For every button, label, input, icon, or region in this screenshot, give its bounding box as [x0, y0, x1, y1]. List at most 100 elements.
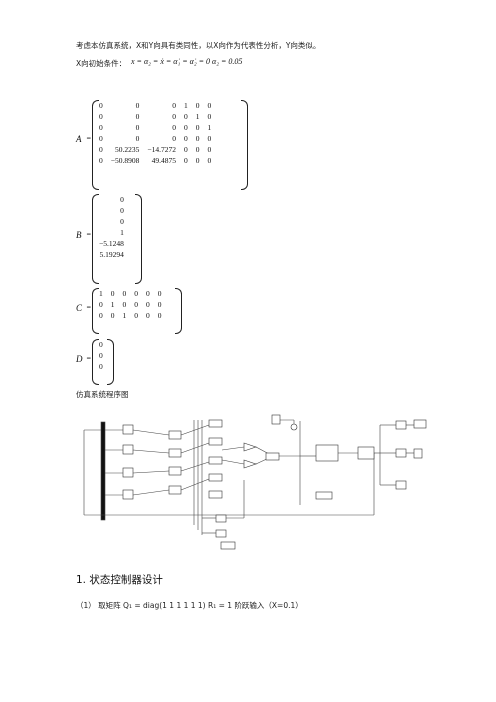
matrix-b-row: 5.19294: [95, 249, 128, 260]
matrix-cell: 50.2235: [114, 145, 140, 154]
matrix-d: 0 0 0: [95, 339, 107, 372]
gain-signal-4: [208, 473, 223, 482]
matrix-cell: −50.8908: [110, 156, 140, 165]
matrix-cell: 1: [122, 311, 127, 320]
matrix-b-left-paren: [92, 194, 99, 284]
diagram-caption: 仿真系统程序图: [76, 390, 129, 399]
matrix-cell: 0: [157, 300, 162, 309]
matrix-cell: 0: [99, 123, 103, 132]
matrix-cell: 0: [183, 156, 188, 165]
matrix-a-left-paren: [92, 100, 99, 190]
matrix-cell: 0: [99, 101, 103, 110]
matrix-cell: 1: [110, 300, 115, 309]
matrix-cell: 0: [172, 112, 176, 121]
gain-signal-5: [208, 490, 223, 499]
matrix-c-label: C: [76, 303, 83, 313]
matrix-cell: 0: [99, 156, 103, 165]
matrix-cell: 0: [110, 311, 115, 320]
matrix-cell: −14.7272: [147, 145, 176, 154]
matrix-d-right-paren: [107, 339, 114, 385]
matrix-cell: 0: [146, 289, 150, 298]
clock-block-2: [122, 444, 134, 455]
matrix-cell: 0: [195, 145, 200, 154]
derivative-block-2: [168, 448, 182, 458]
sum-block: [265, 452, 280, 461]
matrix-c-right-paren: [175, 288, 182, 334]
equals-sign-d: =: [86, 354, 92, 363]
matrix-cell: 0: [195, 134, 200, 143]
initial-condition-equation: x = α₂ = ẋ = α̇₁ = α̇₂ = 0 α₂ = 0.05: [131, 57, 243, 66]
matrix-b-row: 0: [95, 205, 128, 216]
matrix-d-label: D: [76, 354, 83, 364]
gain-signal-3: [208, 456, 223, 465]
matrix-cell: 0: [146, 300, 150, 309]
clock-block-3: [122, 467, 134, 478]
matrix-b-right-paren: [135, 194, 142, 284]
matrix-d-row: 0: [95, 350, 107, 361]
matrix-cell: 0: [135, 123, 140, 132]
matrix-cell: 0: [183, 145, 188, 154]
matrix-cell: 0: [172, 123, 176, 132]
matrix-cell: 0: [207, 101, 212, 110]
matrix-a-right-paren: [241, 100, 248, 190]
clock-block-4: [122, 489, 134, 500]
matrix-cell: 0: [134, 311, 138, 320]
matrix-cell: 0: [195, 123, 200, 132]
equals-sign-a: =: [86, 134, 92, 143]
matrix-cell: 1: [183, 101, 188, 110]
mux-block: [357, 446, 375, 460]
sum-circle: [290, 423, 298, 431]
matrix-cell: 0: [207, 145, 212, 154]
matrix-c-left-paren: [92, 288, 99, 334]
matrix-cell: 0: [134, 289, 138, 298]
gain-triangle-2: [243, 459, 257, 469]
matrix-cell: 0: [207, 134, 212, 143]
matrix-cell: 0: [99, 300, 103, 309]
matrix-cell: 0: [195, 156, 200, 165]
matrix-cell: 0: [134, 300, 138, 309]
section-heading: 1. 状态控制器设计: [76, 574, 163, 586]
scope-block-right: [413, 448, 423, 459]
bottom-block-2: [215, 529, 227, 538]
matrix-b-row: 0: [95, 216, 128, 227]
matrix-b-label: B: [76, 230, 82, 240]
gain-triangle-1: [243, 442, 257, 452]
matrix-cell: 0: [120, 206, 124, 215]
matrix-d-row: 0: [95, 361, 107, 372]
clock-block-1: [122, 424, 134, 435]
matrix-cell: 0: [99, 340, 103, 349]
matrix-cell: 0: [172, 101, 176, 110]
matrix-cell: 0: [183, 112, 188, 121]
bottom-workspace-block: [220, 541, 236, 550]
matrix-cell: 0: [135, 134, 140, 143]
matrix-cell: 0: [122, 289, 127, 298]
matrix-cell: 0: [157, 289, 162, 298]
matrix-d-row: 0: [95, 339, 107, 350]
equals-sign-b: =: [86, 230, 92, 239]
matrix-cell: 1: [195, 112, 200, 121]
matrix-cell: 0: [99, 362, 103, 371]
derivative-block-4: [168, 485, 182, 495]
matrix-cell: 5.19294: [99, 250, 124, 259]
matrix-cell: 0: [120, 217, 124, 226]
gain-signal-1: [208, 419, 223, 428]
initial-condition-label: X向初始条件：: [76, 59, 127, 68]
bus-bar: [100, 421, 106, 521]
state-space-block: [315, 444, 339, 462]
derivative-block-3: [168, 466, 182, 476]
derivative-block-1: [168, 430, 182, 440]
matrix-cell: 0: [172, 134, 176, 143]
matrix-cell: 0: [99, 351, 103, 360]
intro-line: 考虑本仿真系统，X和Y向具有类同性，以X向作为代表性分析，Y向类似。: [76, 41, 321, 50]
bottom-block-1: [215, 514, 227, 523]
workspace-block-1: [315, 491, 333, 500]
